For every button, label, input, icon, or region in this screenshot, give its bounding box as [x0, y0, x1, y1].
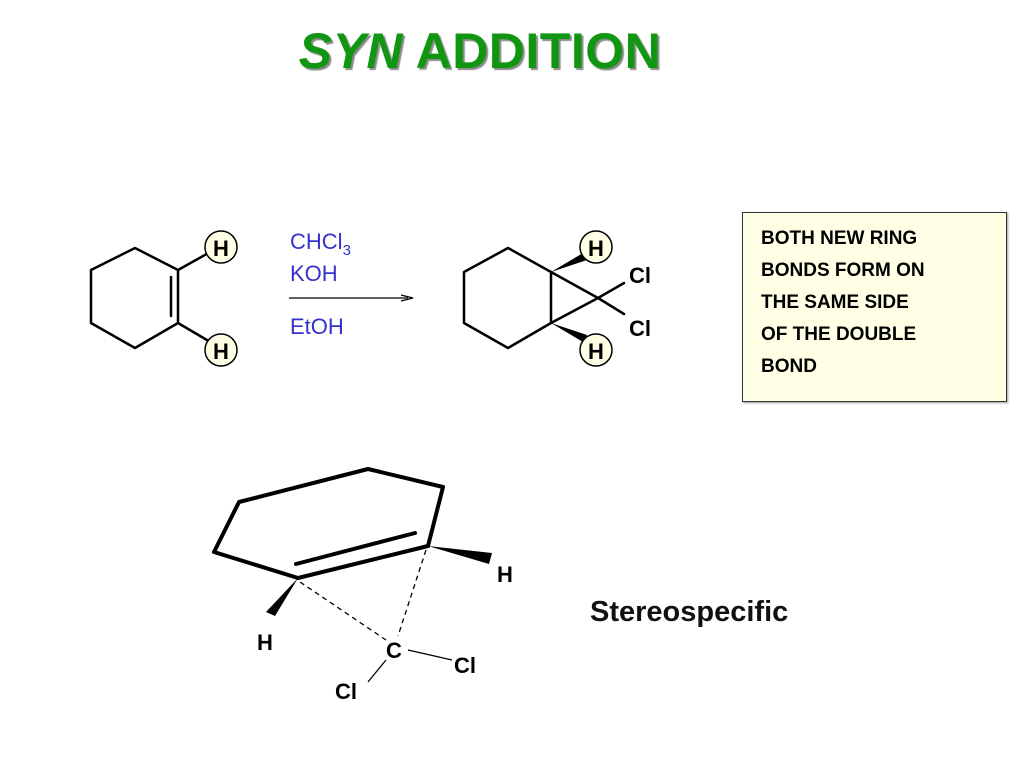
product-bond-cl-bottom [596, 296, 626, 316]
reaction-arrow [289, 294, 414, 302]
slide-title: SYN ADDITION [0, 22, 960, 80]
reactant-h-bottom: H [204, 333, 238, 367]
ts-carbon: C [386, 638, 402, 663]
reactant-cyclohexene [89, 246, 214, 350]
solvent-etoh: EtOH [290, 314, 344, 339]
note-line: OF THE DOUBLE [761, 324, 917, 345]
product-bond-c-top [549, 270, 600, 300]
stereospecific-label: Stereospecific [590, 596, 789, 628]
ts-h-left: H [257, 630, 273, 655]
ts-partial-bonds [299, 549, 427, 641]
syn-explanation-box: BOTH NEW RING BONDS FORM ON THE SAME SID… [742, 212, 1007, 402]
svg-text:H: H [588, 339, 604, 364]
ts-carbene-bonds [367, 649, 453, 683]
product-wedge-bottom [551, 323, 587, 342]
ts-cl-left: Cl [335, 679, 357, 704]
ts-double-bond-upper [294, 531, 417, 566]
product-h-top: H [579, 230, 613, 264]
ts-wedge-right [428, 546, 492, 564]
reactant-bond-h-bottom [176, 321, 214, 345]
reagent-chcl3: CHCl3 [290, 229, 351, 259]
product-h-bottom: H [579, 333, 613, 367]
product-cl-bottom: Cl [629, 316, 651, 341]
title-addition: ADDITION [415, 23, 662, 79]
title-syn: SYN [298, 23, 404, 79]
product-wedge-top [551, 253, 587, 272]
note-line: BOND [761, 356, 817, 377]
ts-wedge-left [266, 578, 298, 616]
ts-cl-right: Cl [454, 653, 476, 678]
svg-text:H: H [588, 236, 604, 261]
product-bond-c-bottom [549, 296, 600, 325]
note-line: THE SAME SIDE [761, 292, 909, 313]
svg-text:H: H [213, 236, 229, 261]
product-cl-top: Cl [629, 263, 651, 288]
note-line: BONDS FORM ON [761, 260, 925, 281]
reactant-h-top: H [204, 230, 238, 264]
svg-text:H: H [213, 339, 229, 364]
ts-double-bond-lower [296, 544, 430, 580]
product-bond-cl-top [596, 281, 626, 300]
note-line: BOTH NEW RING [761, 228, 918, 249]
ts-h-right: H [497, 562, 513, 587]
reagent-koh: KOH [290, 261, 338, 286]
ts-ring [212, 467, 445, 580]
